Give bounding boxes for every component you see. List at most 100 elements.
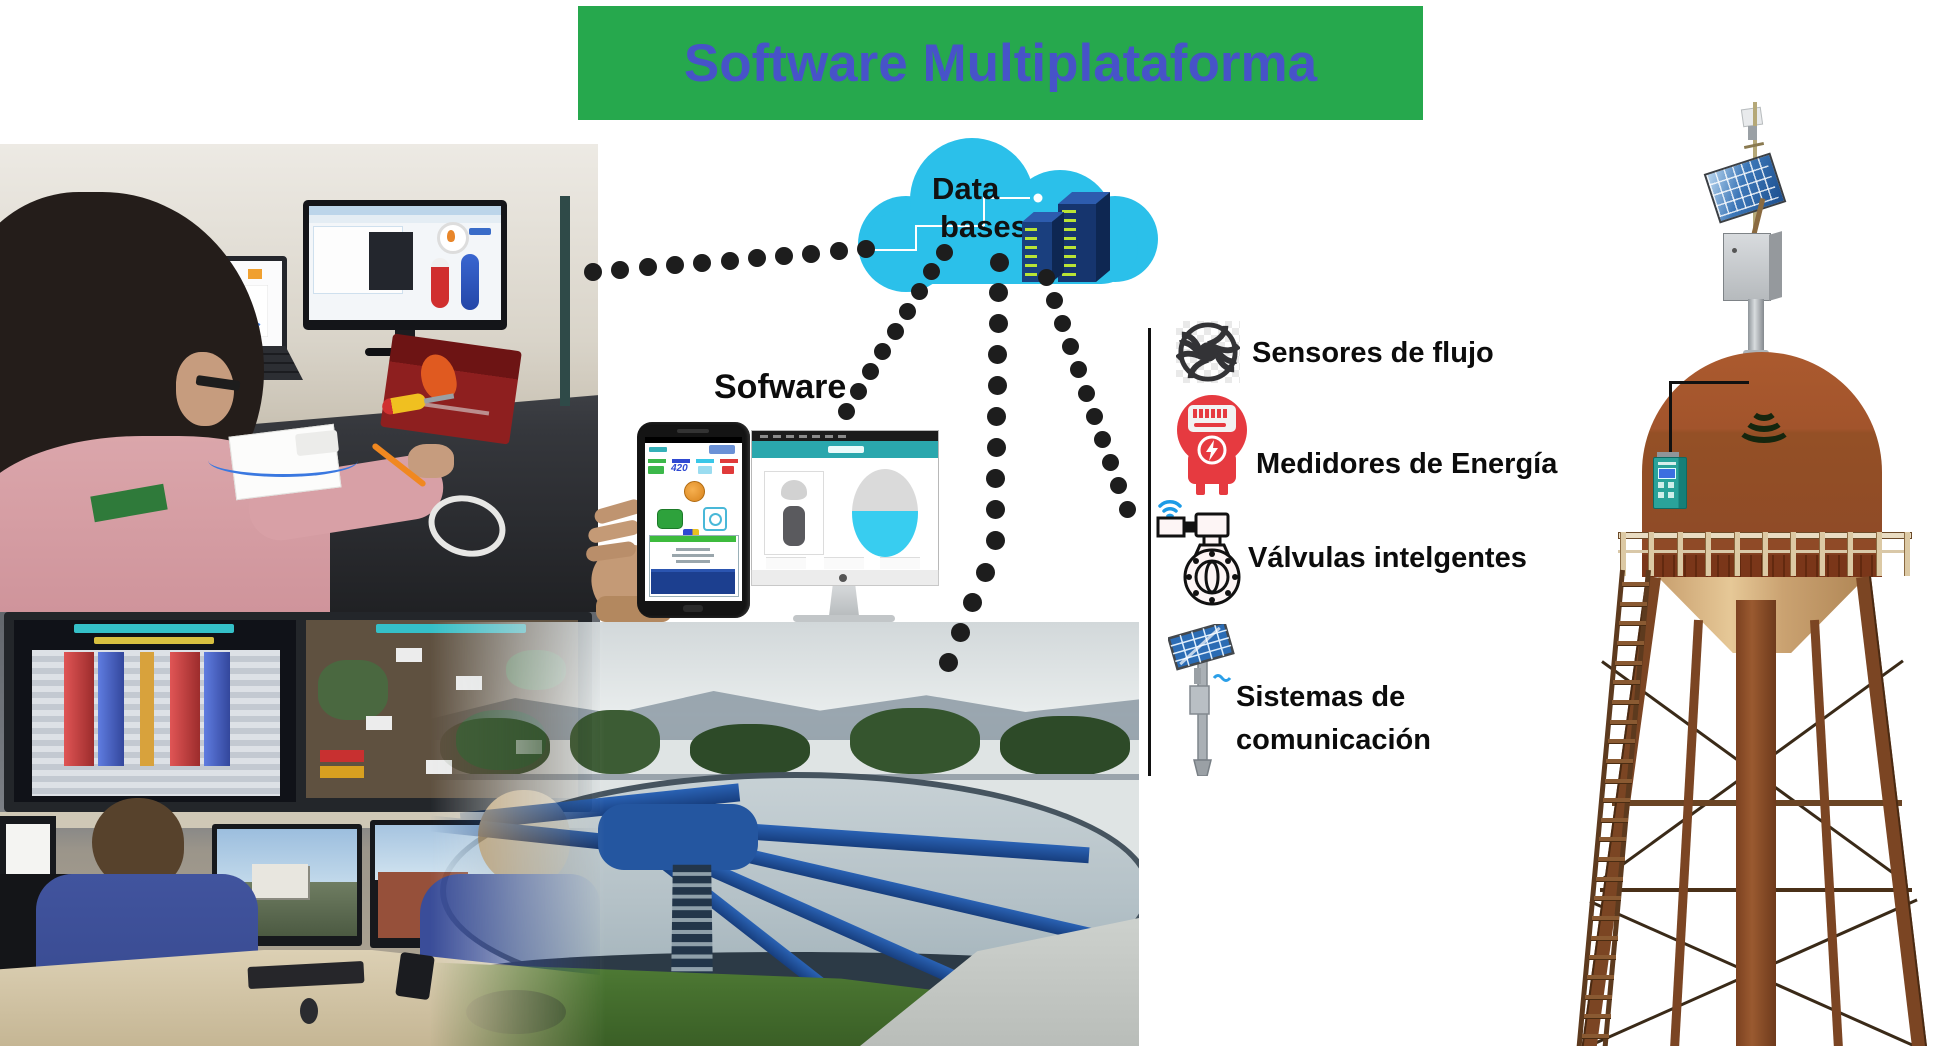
connector-dot-photo-to-cloud: [693, 253, 712, 272]
clarifier-hub: [598, 804, 758, 870]
wire-horizontal: [1669, 381, 1749, 384]
monitor-screen: [309, 206, 501, 320]
tank-text-line-2: [672, 554, 714, 557]
blue-wire: [208, 444, 358, 477]
ladder-rung: [1613, 680, 1641, 686]
server-big-top: [1058, 192, 1110, 204]
scada-title-bar: [74, 624, 234, 633]
ladder-rung: [1609, 719, 1637, 725]
flow-sensors-text: Sensores de flujo: [1252, 337, 1494, 369]
ide-titlebar: [309, 206, 501, 215]
cloud-label-line1: Data: [932, 172, 999, 206]
connector-dot-cloud-to-devices: [1069, 361, 1087, 379]
server-rack-group: [1022, 188, 1118, 286]
ladder-rung: [1618, 621, 1646, 627]
energy-meters-text: Medidores de Energía: [1256, 448, 1558, 480]
map-label-1: [396, 648, 422, 662]
map-label-3: [366, 716, 392, 730]
connector-dot-photo-to-cloud: [775, 246, 794, 265]
server-small-leds: [1025, 228, 1037, 276]
ladder-rung: [1590, 935, 1618, 941]
hub-ladder: [671, 864, 713, 980]
ladder-rung: [1585, 994, 1613, 1000]
phone-screen: 420: [645, 437, 742, 601]
connector-dot-cloud-to-plant-upper: [986, 437, 1006, 457]
scada-col-orange: [140, 652, 154, 766]
imac-base: [793, 615, 895, 622]
scene-building: [252, 864, 308, 898]
device-label-smart-valves: Válvulas intelgentes: [1248, 542, 1527, 575]
railing-posts: [1560, 100, 1936, 1046]
server-small-top: [1022, 212, 1064, 222]
device-label-communication: Sistemas de comunicación: [1236, 676, 1431, 762]
title-banner: Software Multiplataforma: [578, 6, 1423, 120]
connector-dot-cloud-to-devices: [1061, 338, 1079, 356]
cloud-circuit-lines: [864, 193, 1043, 251]
communication-pole-icon: [1167, 620, 1238, 777]
scada-col-red-2: [170, 652, 200, 766]
railing-post: [1620, 532, 1626, 576]
communication-text-line2: comunicación: [1236, 724, 1431, 756]
person-hand: [408, 444, 454, 478]
device-label-flow-sensors: Sensores de flujo: [1252, 337, 1494, 370]
stat-bar-green: [648, 459, 666, 463]
stat-val-green: [648, 466, 664, 474]
meter-svg: [1177, 395, 1247, 495]
connector-dot-cloud-to-devices: [1118, 500, 1136, 518]
scada-col-blue-2: [204, 652, 230, 766]
phone-speaker: [677, 429, 709, 433]
smartphone: 420: [637, 422, 750, 618]
stat-val-blue: 420: [671, 463, 688, 474]
center-column: [1736, 600, 1776, 1046]
railing-post: [1818, 532, 1825, 576]
connector-dot-cloud-to-plant-upper: [986, 468, 1006, 488]
ladder-rung: [1615, 660, 1643, 666]
scada-col-blue-1: [98, 652, 124, 766]
railing-post: [1762, 532, 1768, 576]
imac-stat-3: [880, 557, 920, 569]
photo-engineer-desk: [0, 144, 598, 612]
card-cylinder: [781, 480, 807, 500]
connector-dot-photo-to-cloud: [720, 251, 739, 270]
tree-row: [430, 708, 1139, 780]
connector-dot-cloud-to-plant-upper: [987, 406, 1007, 426]
device-button-1: [1658, 482, 1664, 488]
server-big-side: [1096, 192, 1110, 282]
railing-post: [1648, 532, 1655, 576]
stat-val-cyan: [698, 466, 712, 474]
stat-val-red: [722, 466, 734, 474]
device-button-4: [1668, 492, 1674, 498]
tree-4: [850, 708, 980, 774]
fan-svg: [1175, 322, 1241, 382]
railing-post: [1875, 532, 1882, 576]
connector-dot-cloud-to-devices: [1102, 454, 1120, 472]
device-screen: [1658, 468, 1676, 479]
connector-dot-photo-to-cloud: [802, 244, 821, 263]
white-connector: [294, 429, 340, 457]
card-controller: [783, 506, 805, 546]
ladder-rung: [1587, 975, 1615, 981]
device-button-2: [1668, 482, 1674, 488]
server-small-side: [1052, 212, 1064, 282]
connector-dot-cloud-to-plant-upper: [985, 499, 1005, 519]
railing-post: [1705, 532, 1712, 576]
server-big-leds: [1062, 210, 1076, 276]
ladder-rung: [1595, 876, 1623, 882]
telemetry-device: [1653, 457, 1687, 509]
connector-dot-photo-to-cloud: [638, 258, 657, 277]
imac-stat-1: [766, 557, 806, 569]
railing-post: [1904, 532, 1910, 576]
phone-statusbar: [645, 437, 742, 443]
tower-pole: [1748, 299, 1764, 355]
stat-chip: [469, 228, 491, 235]
device-button-3: [1658, 492, 1664, 498]
desk-phone: [395, 951, 435, 1001]
cylinder-blue: [461, 254, 479, 310]
ide-dark-block: [369, 232, 413, 290]
imac-monitor: [751, 430, 939, 622]
connector-dot-cloud-to-software: [886, 323, 904, 340]
connector-dot-photo-to-cloud: [665, 256, 684, 275]
communication-text-line1: Sistemas de: [1236, 681, 1406, 713]
phone-logo-left: [649, 447, 667, 452]
tree-2: [570, 710, 660, 774]
